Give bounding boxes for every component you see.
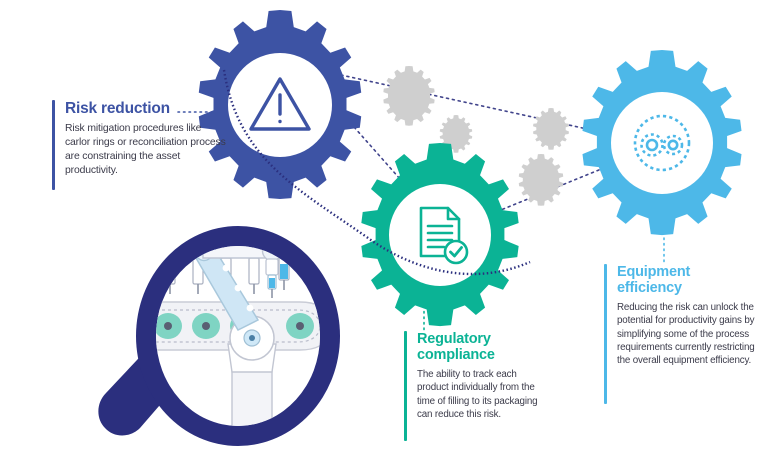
accent-bar-equipment: [604, 264, 607, 404]
callout-title-equipment-efficiency: Equipment efficiency: [617, 264, 691, 297]
callout-equipment-efficiency: Equipment efficiency Reducing the risk c…: [604, 264, 756, 404]
callout-description-risk-reduction: Risk mitigation procedures like carlor r…: [65, 123, 226, 176]
cogs-icon: [633, 114, 691, 172]
accent-bar-regulatory: [404, 331, 407, 441]
gear-regulatory-compliance[interactable]: [361, 143, 519, 327]
callout-description-equipment-efficiency: Reducing the risk can unlock the potenti…: [617, 302, 755, 366]
callout-risk-reduction: Risk reduction Risk mitigation procedure…: [52, 100, 227, 190]
callout-regulatory-compliance: Regulatory compliance The ability to tra…: [404, 331, 544, 441]
magnifying-glass-icon[interactable]: [98, 226, 340, 446]
warning-triangle-icon: [249, 77, 311, 131]
gear-equipment-efficiency[interactable]: [582, 49, 742, 236]
callout-description-regulatory-compliance: The ability to track each product indivi…: [417, 369, 538, 420]
gear-risk-reduction[interactable]: [198, 9, 362, 200]
belt-curve: [222, 69, 531, 276]
accent-bar-risk: [52, 100, 55, 190]
callout-title-risk-reduction: Risk reduction: [65, 100, 170, 117]
robot-arm: [194, 246, 283, 426]
document-check-icon: [419, 206, 469, 265]
callout-title-regulatory-compliance: Regulatory compliance: [417, 331, 495, 364]
